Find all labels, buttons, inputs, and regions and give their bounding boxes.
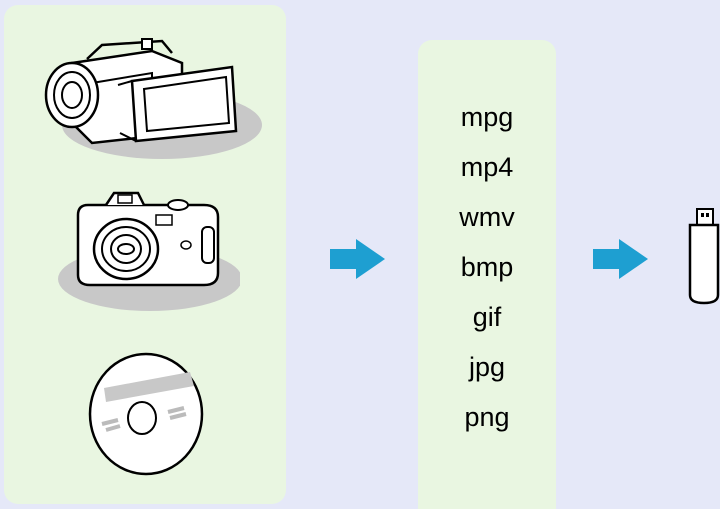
format-item: jpg [468, 352, 506, 382]
source-devices-panel [4, 5, 286, 504]
disc-icon [88, 352, 204, 476]
format-item: wmv [459, 202, 515, 232]
right-arrow-icon [330, 239, 385, 279]
right-arrow-icon [593, 239, 648, 279]
supported-formats-panel: mpg mp4 wmv bmp gif jpg png [418, 40, 556, 509]
digital-camera-icon [58, 191, 240, 311]
format-item: gif [472, 302, 502, 332]
format-list: mpg mp4 wmv bmp gif jpg png [418, 92, 556, 442]
video-camera-icon [44, 38, 262, 159]
format-item: mp4 [460, 152, 514, 182]
format-item: mpg [460, 102, 514, 132]
format-item: png [464, 402, 510, 432]
format-item: bmp [460, 252, 514, 282]
usb-drive-icon [688, 208, 720, 305]
